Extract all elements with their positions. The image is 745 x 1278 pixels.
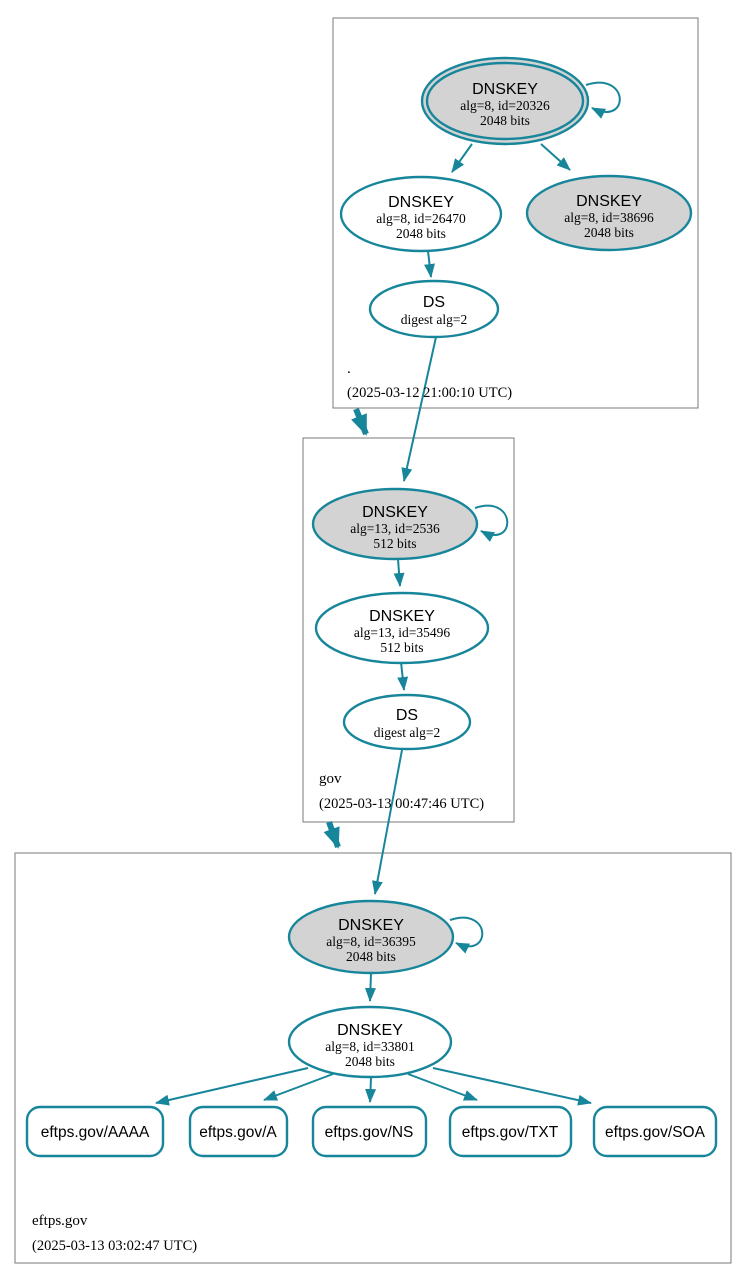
- edge-root-ksk-to-key38696: [540, 143, 571, 171]
- node-detail: alg=8, id=38696: [564, 210, 654, 225]
- node-title: DNSKEY: [472, 81, 538, 98]
- node-title: DNSKEY: [576, 193, 642, 210]
- zone-timestamp-root: (2025-03-12 21:00:10 UTC): [347, 385, 512, 401]
- edge-root-zsk-to-ds: [424, 250, 435, 278]
- edge-delegation-root-to-gov: [351, 407, 369, 436]
- node-rrset-eftps-gov-txt[interactable]: eftps.gov/TXT: [448, 1105, 573, 1158]
- node-eftps-zsk-dnskey-33801[interactable]: DNSKEY alg=8, id=33801 2048 bits: [287, 1005, 453, 1079]
- node-title: DS: [396, 707, 418, 724]
- node-rrset-eftps-gov-ns[interactable]: eftps.gov/NS: [311, 1105, 428, 1158]
- node-title: DNSKEY: [338, 917, 404, 934]
- node-detail: alg=8, id=26470: [376, 211, 466, 226]
- node-detail: 2048 bits: [345, 1054, 395, 1069]
- edge-eftps-zsk-to-txt: [407, 1073, 478, 1101]
- node-detail: 2048 bits: [480, 113, 530, 128]
- edge-gov-ksk-to-zsk: [393, 558, 405, 587]
- node-detail: 2048 bits: [396, 226, 446, 241]
- node-detail: digest alg=2: [401, 312, 467, 327]
- node-title: DNSKEY: [337, 1022, 403, 1039]
- node-eftps-ksk-dnskey-36395[interactable]: DNSKEY alg=8, id=36395 2048 bits: [287, 899, 455, 975]
- edges-root-zone: [424, 81, 621, 278]
- edges-gov-zone: [393, 504, 509, 691]
- node-gov-ds[interactable]: DS digest alg=2: [342, 693, 472, 751]
- node-detail: 2048 bits: [346, 949, 396, 964]
- edge-gov-ds-to-eftps-ksk: [371, 749, 403, 895]
- node-title: DS: [423, 294, 445, 311]
- edge-gov-ksk-self-loop: [474, 504, 509, 542]
- node-detail: 512 bits: [373, 536, 416, 551]
- zone-timestamp-gov: (2025-03-13 00:47:46 UTC): [319, 796, 484, 812]
- rrset-label: eftps.gov/AAAA: [41, 1124, 150, 1141]
- node-detail: alg=13, id=2536: [350, 521, 440, 536]
- zone-box-gov: [302, 437, 515, 823]
- edge-eftps-zsk-to-a: [263, 1073, 334, 1101]
- rrset-label: eftps.gov/TXT: [462, 1124, 559, 1141]
- node-root-dnskey-38696[interactable]: DNSKEY alg=8, id=38696 2048 bits: [525, 174, 693, 252]
- node-title: DNSKEY: [362, 504, 428, 521]
- node-detail: alg=13, id=35496: [354, 625, 450, 640]
- rrset-label: eftps.gov/SOA: [605, 1124, 706, 1141]
- node-title: DNSKEY: [388, 194, 454, 211]
- node-root-ksk-dnskey-20326[interactable]: DNSKEY alg=8, id=20326 2048 bits: [420, 56, 590, 146]
- zone-timestamp-eftps-gov: (2025-03-13 03:02:47 UTC): [32, 1238, 197, 1254]
- edge-gov-zsk-to-ds: [397, 661, 409, 691]
- edge-root-ds-to-gov-ksk: [401, 336, 437, 482]
- node-detail: 2048 bits: [584, 225, 634, 240]
- edge-eftps-zsk-to-aaaa: [155, 1067, 309, 1106]
- node-root-ds[interactable]: DS digest alg=2: [368, 279, 500, 339]
- edge-root-ksk-self-loop: [585, 81, 621, 119]
- edges-eftps-zone: [155, 916, 592, 1106]
- node-detail: alg=8, id=33801: [325, 1039, 414, 1054]
- edge-eftps-ksk-to-zsk: [364, 972, 376, 1002]
- edge-root-ksk-to-zsk: [451, 143, 473, 173]
- node-detail: alg=8, id=36395: [326, 934, 416, 949]
- edge-eftps-zsk-to-soa: [432, 1067, 592, 1106]
- node-rrset-eftps-gov-soa[interactable]: eftps.gov/SOA: [592, 1105, 718, 1158]
- zone-label-eftps-gov: eftps.gov: [32, 1213, 88, 1229]
- node-detail: digest alg=2: [374, 725, 440, 740]
- edge-eftps-ksk-self-loop: [449, 916, 484, 954]
- node-detail: alg=8, id=20326: [460, 98, 550, 113]
- zone-label-root: .: [347, 361, 351, 377]
- node-gov-ksk-dnskey-2536[interactable]: DNSKEY alg=13, id=2536 512 bits: [311, 487, 479, 561]
- node-rrset-eftps-gov-aaaa[interactable]: eftps.gov/AAAA: [25, 1105, 165, 1158]
- node-detail: 512 bits: [380, 640, 423, 655]
- zone-box-eftps-gov: [14, 852, 732, 1264]
- node-title: DNSKEY: [369, 608, 435, 625]
- node-root-zsk-dnskey-26470[interactable]: DNSKEY alg=8, id=26470 2048 bits: [339, 175, 503, 253]
- rrset-label: eftps.gov/NS: [325, 1124, 414, 1141]
- rrset-label: eftps.gov/A: [199, 1124, 277, 1141]
- edge-delegation-gov-to-eftps: [323, 820, 341, 849]
- zone-label-gov: gov: [319, 771, 342, 787]
- node-gov-zsk-dnskey-35496[interactable]: DNSKEY alg=13, id=35496 512 bits: [314, 591, 490, 665]
- edge-eftps-zsk-to-ns: [365, 1077, 377, 1103]
- zone-box-root: [332, 17, 699, 409]
- node-rrset-eftps-gov-a[interactable]: eftps.gov/A: [188, 1105, 289, 1158]
